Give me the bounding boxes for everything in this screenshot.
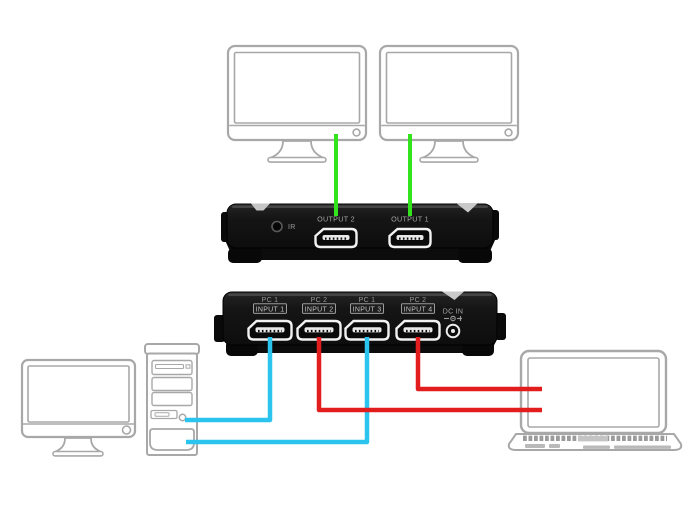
- pc-tower: [144, 343, 200, 456]
- dc-jack-pin: [451, 329, 455, 333]
- ir-label: IR: [288, 224, 296, 231]
- input-4-port: PC 2 INPUT 4: [395, 297, 441, 341]
- input-3-label: INPUT 3: [353, 306, 382, 313]
- power-button-icon: [121, 425, 132, 435]
- device-top-notch-left: [251, 203, 270, 211]
- tower-front-foot: [149, 428, 195, 451]
- input-device: PC 1 INPUT 1 PC 2 INPUT 2 PC 1 INPUT 3: [214, 291, 506, 356]
- output-1-label: OUTPUT 1: [391, 215, 429, 224]
- input-4-pc-label: PC 2: [410, 297, 427, 304]
- device-top-highlight: [232, 205, 488, 208]
- laptop-trackpad: [578, 436, 608, 442]
- red-cable-input4: [415, 337, 542, 392]
- input-3-pc-label: PC 1: [359, 297, 376, 304]
- monitor-bottom-left: [20, 358, 137, 457]
- input-1-label: INPUT 1: [256, 306, 285, 313]
- laptop-front-detail: [525, 444, 545, 448]
- laptop-front-detail: [583, 445, 610, 449]
- floppy-slot: [154, 412, 170, 417]
- input-4-label-box: [401, 303, 435, 314]
- input-1-label-box: [253, 303, 287, 314]
- monitor-top-left: [226, 44, 368, 164]
- red-cable-input2: [316, 337, 542, 413]
- drive-bay: [151, 376, 193, 392]
- power-button-icon: [178, 413, 187, 422]
- device-foot-right: [458, 248, 492, 263]
- dc-polarity-icon: [444, 315, 462, 322]
- device-top-notch-right: [442, 291, 464, 300]
- ir-port-icon: [271, 220, 283, 233]
- input-3-label-box: [350, 303, 384, 314]
- input-4-label: INPUT 4: [404, 306, 433, 313]
- input-2-label: INPUT 2: [305, 306, 334, 313]
- device-left-tab: [214, 315, 225, 342]
- optical-drive-button: [185, 364, 191, 369]
- dc-in-port: DC IN: [443, 309, 464, 339]
- input-3-port: PC 1 INPUT 3: [344, 297, 390, 341]
- input-1-port: PC 1 INPUT 1: [247, 297, 293, 341]
- laptop-front-detail: [614, 445, 671, 449]
- drive-bay: [151, 391, 193, 407]
- output-2-port: OUTPUT 2: [314, 215, 358, 249]
- output-2-label: OUTPUT 2: [317, 215, 355, 224]
- optical-drive-tray: [154, 363, 185, 370]
- input-1-pc-label: PC 1: [262, 297, 279, 304]
- dc-in-label: DC IN: [443, 309, 464, 316]
- device-top-notch-right: [456, 203, 478, 213]
- device-top-highlight: [228, 293, 492, 296]
- laptop: [507, 349, 683, 451]
- cyan-cable-input3: [186, 337, 370, 445]
- output-1-port: OUTPUT 1: [388, 215, 432, 249]
- monitor-top-right: [378, 44, 520, 164]
- input-2-pc-label: PC 2: [311, 297, 328, 304]
- input-2-label-box: [302, 303, 336, 314]
- output-device: IR OUTPUT 2 OUTPUT 1: [221, 203, 499, 263]
- cyan-cable-input1: [185, 337, 273, 423]
- input-2-port: PC 2 INPUT 2: [296, 297, 342, 341]
- laptop-front-detail: [549, 444, 560, 448]
- device-body: [226, 203, 494, 249]
- device-foot-left: [228, 248, 262, 263]
